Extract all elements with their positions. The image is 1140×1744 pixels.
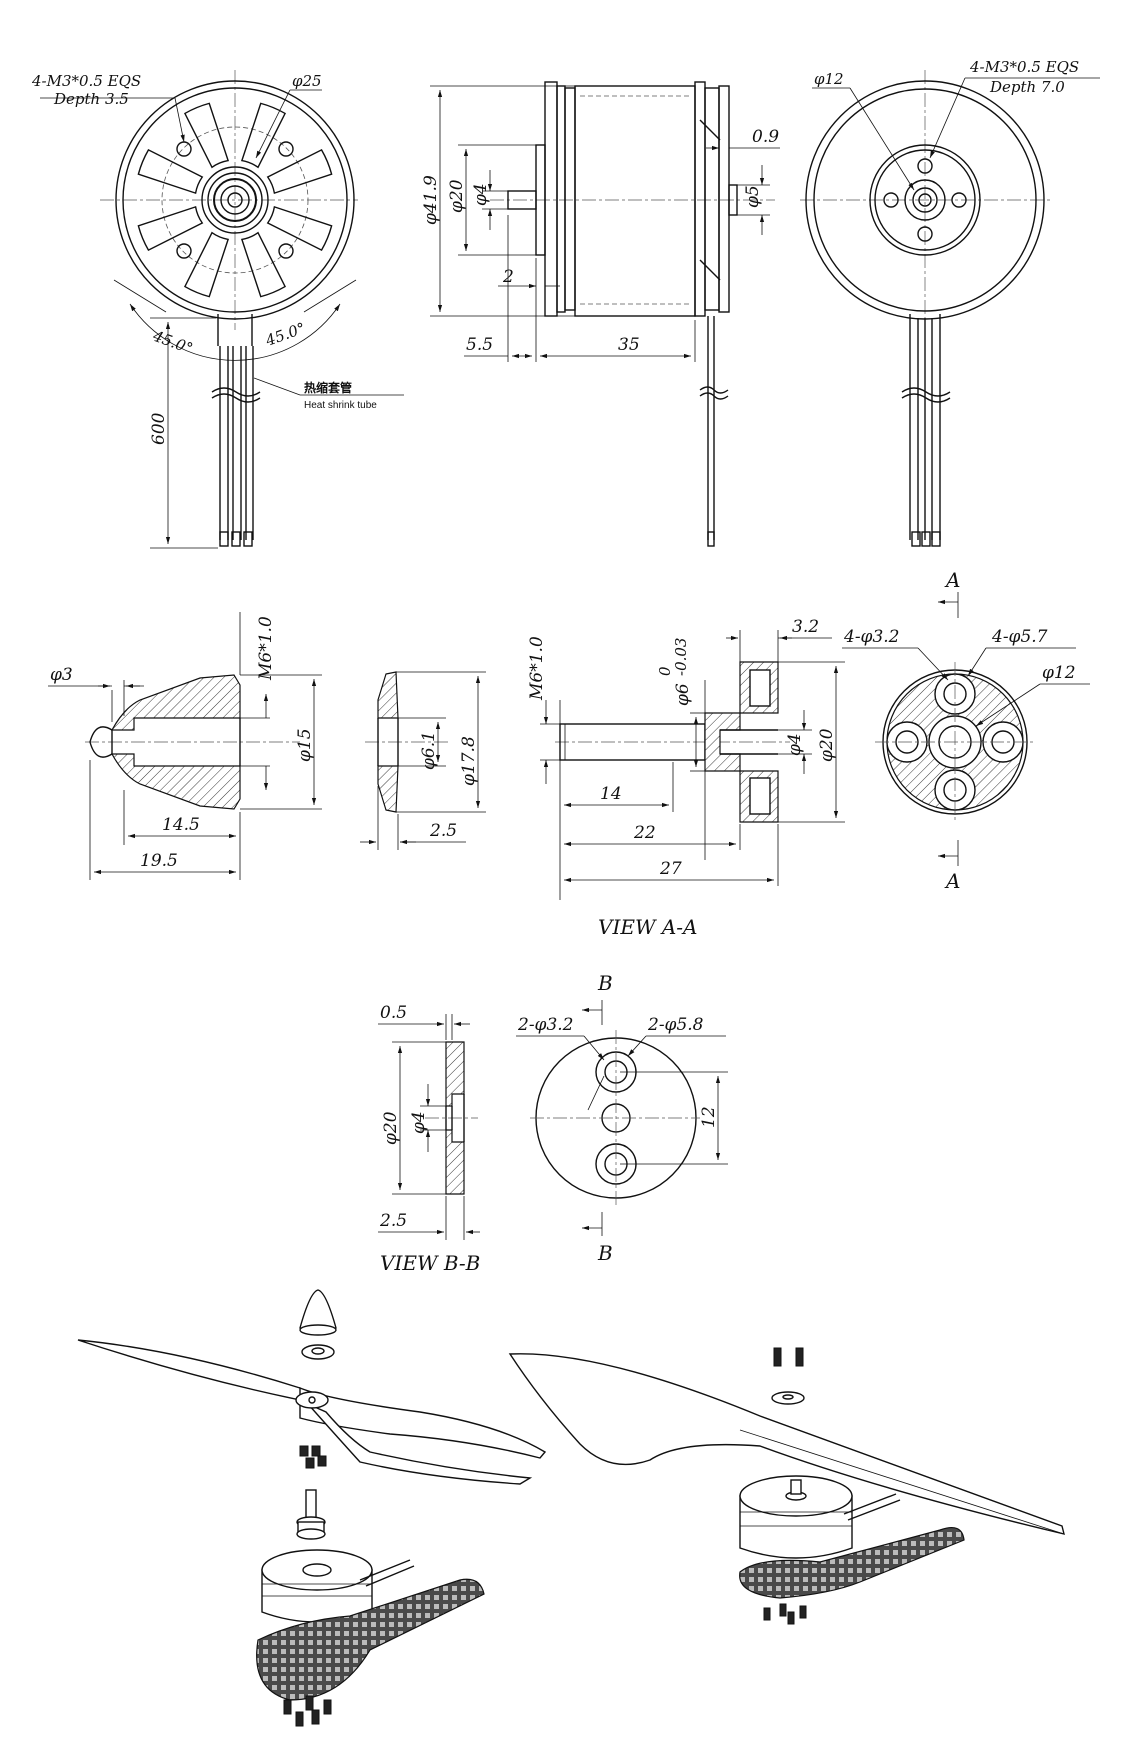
section-b-bottom-mark: B (597, 1241, 613, 1265)
prop-adapter-section: M6*1.0 φ6 0 -0.03 3.2 φ4 φ20 14 22 27 VI… (527, 617, 845, 939)
motor-rear-view: φ12 4-M3*0.5 EQS Depth 7.0 (800, 58, 1100, 547)
side-outer-dia-label: φ41.9 (421, 175, 441, 225)
view-b-b-title: VIEW B-B (380, 1251, 480, 1275)
washer-outer-dia-label: φ17.8 (459, 736, 479, 786)
plate-bore-dia-label: φ4 (409, 1111, 429, 1134)
front-cooling-slot (240, 102, 287, 169)
exploded-assembly-left (77, 1289, 547, 1727)
plate-outer-dia-label: φ20 (381, 1111, 401, 1145)
adapter-bore-dia-label: φ4 (785, 733, 805, 756)
adapter-hub-dia-label: φ12 (1042, 663, 1076, 683)
side-shaft-dia-label: φ4 (471, 183, 491, 206)
front-thread-note: 4-M3*0.5 EQS (31, 72, 141, 90)
motor-side-view: φ41.9 φ20 φ4 φ5 0.9 2 5.5 35 (421, 81, 780, 547)
bolt-circle-dia-label: φ25 (292, 72, 322, 90)
spinner-section: φ3 M6*1.0 φ15 14.5 19.5 (48, 612, 322, 880)
angle-right-label: 45.0° (262, 319, 308, 350)
exploded-assembly-right (508, 1347, 1065, 1625)
front-cooling-slot (183, 102, 230, 169)
adapter-tol-upper: 0 (656, 666, 674, 676)
plate-thickness-label: 2.5 (379, 1211, 407, 1231)
screw-cluster-top (299, 1445, 327, 1469)
screw-cluster-bottom (283, 1695, 332, 1727)
adapter-thread-length-label: 14 (600, 784, 622, 804)
rear-thread-depth: Depth 7.0 (989, 78, 1065, 96)
rear-thread-note: 4-M3*0.5 EQS (969, 58, 1079, 76)
side-rear-step-label: 0.9 (752, 127, 779, 147)
plate-hole-spacing-label: 12 (699, 1106, 719, 1128)
plate-small-holes-label: 2-φ3.2 (517, 1015, 574, 1035)
side-flange-dia-label: φ20 (447, 179, 467, 213)
spinner-tip-dia-label: φ3 (50, 665, 73, 685)
plate-b-section: 0.5 φ20 φ4 2.5 VIEW B-B (378, 1003, 480, 1275)
view-a-a-face: A A 4-φ3.2 4-φ5.7 φ12 (842, 568, 1090, 893)
heat-shrink-label-cn: 热缩套管 (304, 380, 352, 395)
front-cooling-slot (183, 231, 230, 298)
section-b-top-mark: B (597, 971, 613, 995)
front-cooling-slot (137, 148, 204, 195)
spinner-total-length-label: 19.5 (140, 851, 178, 871)
plate-step-label: 0.5 (380, 1003, 407, 1023)
front-cooling-slot (266, 205, 333, 252)
section-a-bottom-mark: A (944, 869, 960, 893)
lead-length-label: 600 (149, 412, 169, 445)
side-rear-shaft-dia-label: φ5 (743, 185, 763, 208)
view-a-a-title: VIEW A-A (598, 915, 698, 939)
section-a-top-mark: A (944, 568, 960, 592)
side-shaft-length-label: 5.5 (466, 335, 493, 355)
front-cooling-slot (266, 148, 333, 195)
front-cooling-slot (137, 205, 204, 252)
adapter-large-holes-label: 4-φ5.7 (991, 627, 1048, 647)
adapter-flange-thickness-label: 3.2 (792, 617, 819, 637)
washer-section: φ6.1 φ17.8 2.5 (360, 671, 486, 850)
side-body-length-label: 35 (618, 335, 640, 355)
front-thread-depth: Depth 3.5 (53, 90, 129, 108)
motor-front-view: 4-M3*0.5 EQS Depth 3.5 φ25 45.0° 45.0° 6… (31, 70, 404, 549)
rear-center-dia-label: φ12 (814, 70, 844, 88)
adapter-length-22-label: 22 (633, 823, 656, 843)
washer-thickness-label: 2.5 (429, 821, 457, 841)
spinner-thread-label: M6*1.0 (256, 616, 276, 681)
adapter-shaft-dia-label: φ6 (673, 683, 693, 706)
adapter-thread-label: M6*1.0 (527, 636, 547, 701)
plate-large-holes-label: 2-φ5.8 (647, 1015, 704, 1035)
washer-bore-dia-label: φ6.1 (419, 731, 439, 770)
front-cooling-slot (240, 231, 287, 298)
adapter-length-27-label: 27 (659, 859, 682, 879)
adapter-tol-lower: -0.03 (672, 638, 690, 676)
adapter-flange-dia-label: φ20 (817, 728, 837, 762)
heat-shrink-label-en: Heat shrink tube (304, 400, 377, 411)
angle-left-label: 45.0° (150, 327, 196, 358)
view-b-b-face: B B 2-φ3.2 2-φ5.8 12 (516, 971, 728, 1265)
adapter-small-holes-label: 4-φ3.2 (843, 627, 900, 647)
screw-cluster-right-bottom (763, 1603, 807, 1625)
spinner-inner-length-label: 14.5 (162, 815, 200, 835)
spinner-base-dia-label: φ15 (295, 728, 315, 762)
